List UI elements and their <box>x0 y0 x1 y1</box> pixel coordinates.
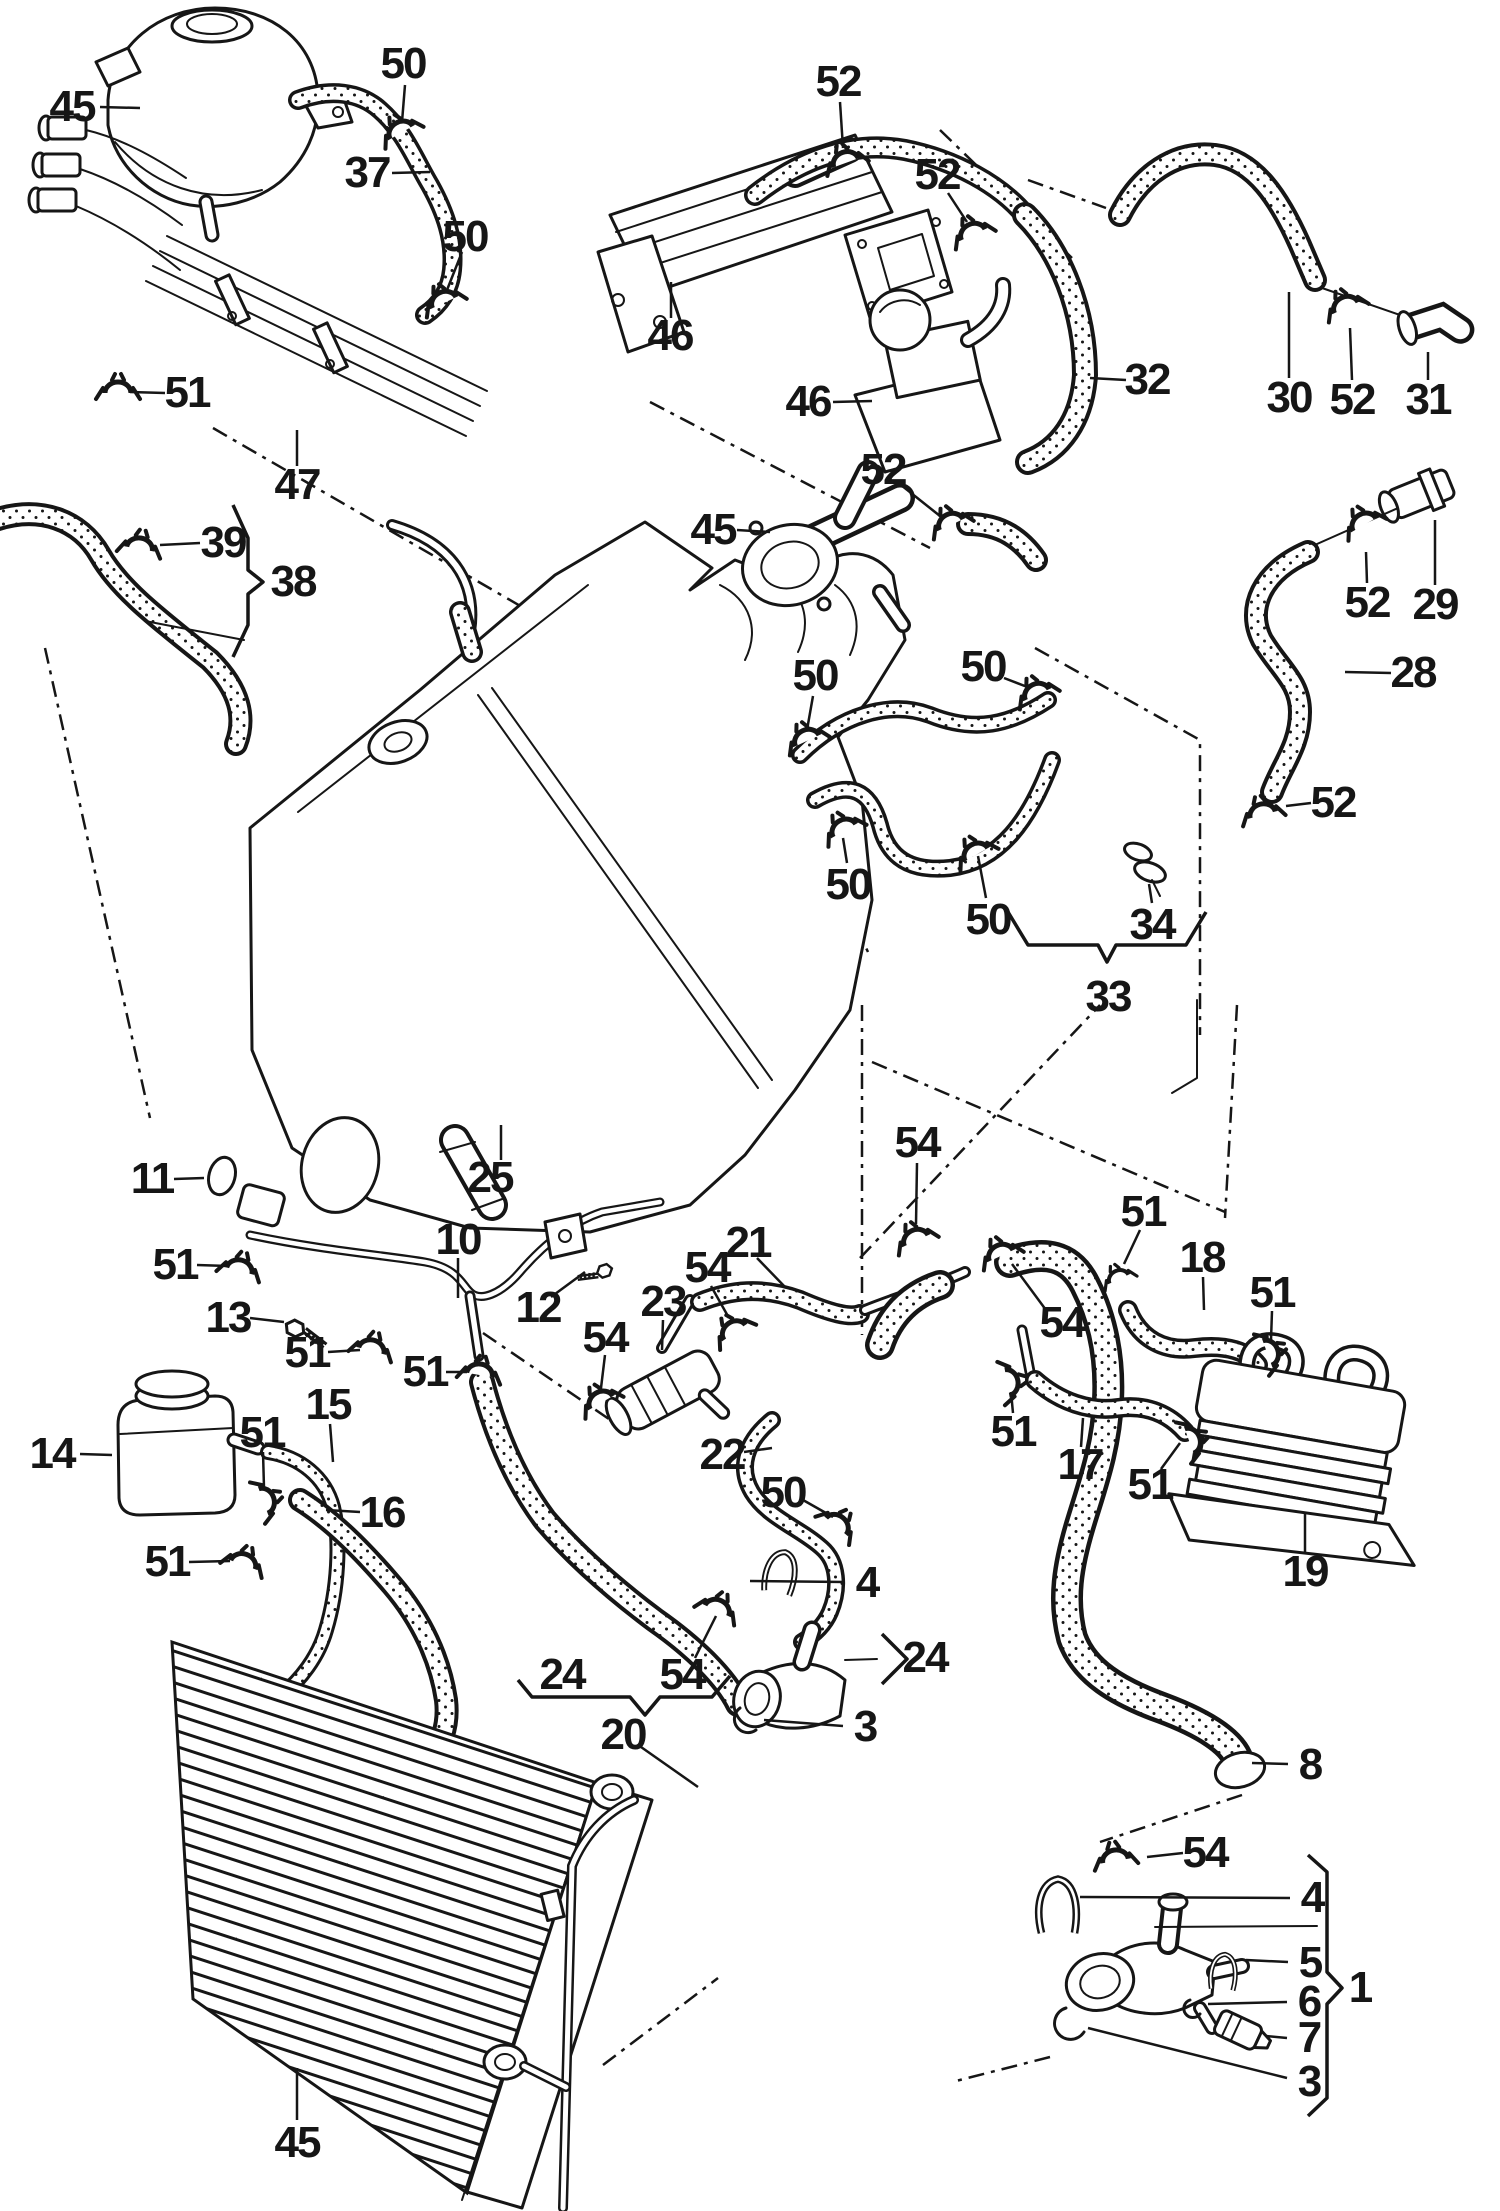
expansion-tank <box>94 6 354 243</box>
leader-line-54 <box>1010 1263 1048 1311</box>
leader-line-50 <box>445 251 464 291</box>
leader-line-52 <box>1348 327 1354 381</box>
elbow-31 <box>1396 301 1475 346</box>
leader-line-28 <box>1344 670 1392 675</box>
hose-17 <box>1016 1324 1195 1442</box>
leader-line-52 <box>1285 801 1312 808</box>
leader-line-20 <box>640 1745 699 1789</box>
leader-line-5 <box>1245 1958 1289 1964</box>
leader-line-52 <box>946 192 969 223</box>
leader-line-3 <box>763 1718 844 1728</box>
leader-line-39 <box>159 541 201 547</box>
leader-line-46 <box>832 399 873 404</box>
outlet-elbow-24 <box>732 1549 878 1735</box>
leader-line-54 <box>709 1285 731 1319</box>
leader-line-54 <box>693 1615 718 1659</box>
leader-line-22 <box>743 1446 773 1454</box>
leader-lines <box>79 84 1437 2120</box>
hose-16 <box>288 1488 459 1774</box>
leader-line-51 <box>1122 1229 1142 1265</box>
leader-line-6 <box>1207 2000 1288 2006</box>
leader-line-50 <box>805 695 815 731</box>
leader-line-50 <box>841 837 849 864</box>
valve-23-cluster <box>604 1266 971 1651</box>
leader-line-51 <box>129 390 166 395</box>
leader-line-50 <box>1003 676 1031 690</box>
leader-line-45 <box>736 528 771 534</box>
leader-line-3 <box>1087 2026 1288 2080</box>
leader-line-21 <box>756 1257 787 1289</box>
hose-to-elbow <box>469 1369 751 1717</box>
leader-line-52 <box>1364 551 1369 584</box>
hose-32 <box>744 136 1098 475</box>
leader-line-54 <box>914 1162 919 1225</box>
coolant-pipe-10 <box>207 1155 665 1362</box>
hose-18 <box>1118 1300 1268 1375</box>
pipe-bundle-47 <box>27 114 488 663</box>
leader-line-51 <box>188 1559 231 1564</box>
leader-line-37 <box>391 170 431 175</box>
hose-30 <box>1108 142 1475 346</box>
water-flange-45 <box>740 460 1048 633</box>
leader-line-51 <box>327 1348 361 1354</box>
leader-line-12 <box>550 1270 586 1299</box>
leader-line-52 <box>838 101 845 149</box>
hose-8 <box>865 1240 1267 1790</box>
hoses-33 <box>791 691 1167 897</box>
hose-15 <box>260 1444 346 1703</box>
leader-line-51 <box>261 1451 266 1489</box>
leader-line-34 <box>1147 883 1154 904</box>
leader-line-11 <box>173 1176 205 1181</box>
leader-line-45 <box>99 105 141 110</box>
leader-line-50 <box>802 1498 834 1519</box>
leader-line-50 <box>400 84 407 123</box>
hose-28 <box>1244 467 1456 804</box>
leader-line-17 <box>1079 1417 1085 1448</box>
leader-line-51 <box>1009 1391 1015 1414</box>
distributor-group-1 <box>1039 1879 1318 2051</box>
egr-valve <box>853 277 1012 474</box>
leader-line-52 <box>900 484 941 517</box>
radiator <box>170 1639 654 2210</box>
leader-line-14 <box>79 1452 113 1457</box>
engine-block <box>248 520 907 1234</box>
leader-line-4 <box>749 1579 846 1584</box>
group-braces <box>231 504 1344 2118</box>
leader-line-51 <box>1269 1310 1274 1341</box>
leader-line-13 <box>249 1316 285 1324</box>
leader-line-15 <box>328 1423 335 1463</box>
leader-line-54 <box>599 1354 607 1389</box>
hose-38 <box>0 502 253 756</box>
reservoir-14 <box>116 1369 266 1517</box>
leader-line-16 <box>325 1508 361 1514</box>
leader-line-4 <box>1079 1895 1291 1900</box>
egr-cooler <box>596 133 1012 474</box>
leader-line-7 <box>1265 2034 1288 2040</box>
leader-line-8 <box>1251 1761 1289 1766</box>
leader-line-51 <box>196 1263 229 1268</box>
pipe-20 <box>519 1795 639 2211</box>
leader-line-51 <box>1159 1442 1182 1470</box>
leader-line-18 <box>1201 1276 1206 1311</box>
leader-line-23 <box>660 1319 665 1351</box>
leader-line-54 <box>1146 1851 1184 1859</box>
leader-line-32 <box>1089 376 1127 382</box>
grommet-34 <box>1123 841 1167 897</box>
leader-line-50 <box>976 855 988 899</box>
